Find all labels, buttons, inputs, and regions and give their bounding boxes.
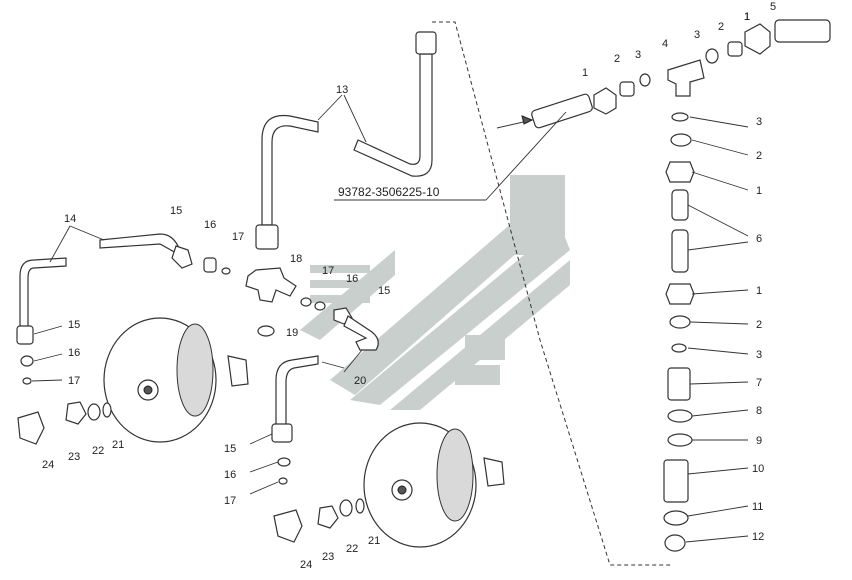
callout: 24	[300, 559, 312, 571]
sleeve-2-mid	[619, 81, 635, 97]
callout: 2	[756, 150, 762, 162]
callout: 10	[752, 463, 764, 475]
callout: 1	[744, 11, 750, 23]
callout: 4	[662, 38, 668, 50]
callout: 15	[378, 285, 390, 297]
callout: 2	[614, 53, 620, 65]
callout: 7	[756, 377, 762, 389]
callout-leaders	[31, 94, 749, 543]
callout: 23	[322, 551, 334, 563]
callout: 1	[756, 185, 762, 197]
callout: 20	[354, 375, 366, 387]
top-fittings-group	[496, 19, 831, 129]
callout: 5	[770, 1, 776, 13]
callout: 21	[112, 439, 124, 451]
pipe-assembly-14	[16, 233, 231, 385]
callout: 18	[290, 253, 302, 265]
callout: 11	[752, 501, 763, 513]
callout: 6	[756, 233, 762, 245]
callout: 14	[64, 213, 76, 225]
callout: 2	[718, 21, 724, 33]
callout: 22	[92, 445, 104, 457]
nut-1-mid	[593, 87, 617, 115]
callout: 1	[756, 285, 762, 297]
callout: 17	[322, 265, 334, 277]
brake-chamber-right	[273, 422, 505, 548]
callout: 12	[752, 531, 764, 543]
callout: 24	[42, 459, 54, 471]
tee-assembly-18	[245, 267, 379, 485]
callout: 16	[68, 347, 80, 359]
callout: 15	[68, 319, 80, 331]
callout: 19	[286, 327, 298, 339]
right-column-parts	[663, 112, 695, 552]
hose-assembly-13	[255, 31, 437, 250]
callout: 21	[368, 535, 380, 547]
tee-4	[667, 59, 705, 97]
callout: 1	[582, 67, 588, 79]
ring-3-mid	[639, 73, 651, 87]
callout: 16	[224, 469, 236, 481]
callout: 17	[68, 375, 80, 387]
callout-numbers: 1 2 3 1 5 1 2 3 4 3 2 1 6 1 2 3 7 8 9 10…	[42, 1, 776, 571]
part-code-label: 93782-3506225-10	[338, 185, 440, 199]
callout: 17	[232, 231, 244, 243]
callout: 1	[744, 11, 750, 23]
callout: 8	[756, 405, 762, 417]
callout: 23	[68, 451, 80, 463]
callout: 3	[635, 49, 641, 61]
callout: 16	[346, 273, 358, 285]
callout: 16	[204, 219, 216, 231]
hose-end-5	[774, 19, 831, 43]
callout: 9	[756, 435, 762, 447]
callout: 17	[224, 495, 236, 507]
callout: 2	[756, 319, 762, 331]
assembly-dashed-line	[432, 21, 672, 566]
sleeve-2-top	[727, 41, 743, 57]
callout: 13	[336, 84, 348, 96]
pipe-1-mid	[531, 93, 593, 129]
nut-1-top	[744, 23, 771, 55]
callout: 22	[346, 543, 358, 555]
brake-chamber-left	[17, 317, 249, 445]
watermark-logo	[300, 175, 570, 410]
callout: 3	[756, 116, 762, 128]
callout: 15	[170, 205, 182, 217]
callout: 3	[756, 349, 762, 361]
callout: 3	[694, 29, 700, 41]
callout: 15	[224, 443, 236, 455]
ring-3-top	[705, 48, 719, 64]
